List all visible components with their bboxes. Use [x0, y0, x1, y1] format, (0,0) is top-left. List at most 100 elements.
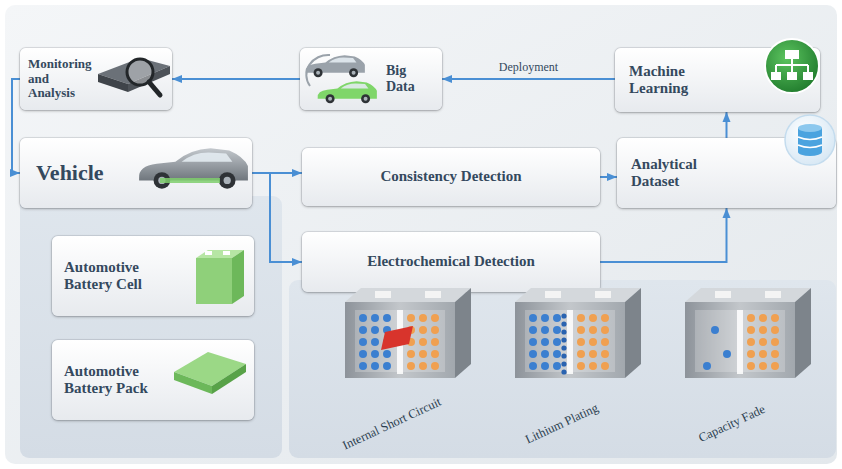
big-data-cars-icon: [306, 55, 377, 103]
cylinder-rings: [798, 137, 822, 148]
short-circuit-mark: [381, 326, 413, 350]
box-label: Machine Learning: [629, 63, 734, 98]
terminal: [425, 291, 441, 298]
flow-arrow: [252, 173, 302, 262]
separator: [397, 310, 403, 374]
bms-side: [128, 66, 170, 92]
label-block: Consistency Detection: [316, 168, 586, 185]
battery-internal-short-circuit: [345, 288, 471, 378]
flow-arrow: [172, 78, 300, 80]
battery-capacity-fade: [685, 288, 811, 378]
cell-terminal: [205, 251, 212, 255]
cell-terminal: [223, 251, 230, 255]
bms-top: [98, 58, 170, 84]
box-label: Automotive Battery Pack: [64, 363, 176, 398]
case-top: [345, 288, 471, 302]
case-side: [625, 288, 641, 378]
label-block: Monitoring and Analysis: [28, 57, 96, 102]
battery-cell-icon: [196, 250, 244, 304]
flow-arrow: [12, 79, 20, 173]
magnifier-handle: [149, 82, 160, 95]
bms-device-icon: [98, 58, 170, 95]
anode-particles: [703, 326, 731, 370]
case-front: [685, 302, 795, 378]
flow-arrow: [600, 208, 727, 262]
edge-label: Deployment: [499, 60, 558, 75]
terminal: [765, 291, 781, 298]
pack-top: [174, 352, 246, 386]
process-box: Electrochemical Detection: [302, 232, 600, 292]
cylinder-body: [798, 128, 822, 152]
plated-lithium: [561, 313, 566, 374]
label-block: Electrochemical Detection: [316, 253, 586, 270]
tree-leaf: [803, 72, 813, 80]
label-block: Machine Learning: [629, 63, 734, 98]
cathode-particles: [747, 312, 783, 372]
battery-panel: [20, 196, 282, 458]
case-side: [455, 288, 471, 378]
machine-learning-icon: [765, 39, 819, 93]
label-block: Big Data: [386, 63, 434, 95]
label-block: Analytical Dataset: [631, 156, 736, 191]
anode-particles: [529, 312, 565, 372]
label-block: Vehicle: [36, 160, 141, 185]
fault-label: Internal Short Circuit: [340, 395, 443, 454]
box-label: Electrochemical Detection: [316, 253, 586, 270]
box-label: Analytical Dataset: [631, 156, 736, 191]
separator: [737, 310, 743, 374]
label-block: Automotive Battery Cell: [64, 259, 176, 294]
pack-front: [174, 372, 212, 394]
cell-side: [232, 250, 244, 304]
box-label: Monitoring and Analysis: [28, 57, 96, 102]
case-side: [795, 288, 811, 378]
case-top: [685, 288, 811, 302]
box-label: Big Data: [386, 63, 434, 95]
cell-front: [196, 258, 232, 304]
main-panel: [5, 5, 837, 464]
cylinder-top: [798, 124, 822, 132]
case-front: [515, 302, 625, 378]
process-box: Vehicle: [20, 138, 252, 208]
database-icon: [785, 115, 835, 165]
fault-label: Lithium Plating: [523, 401, 601, 448]
label-block: Automotive Battery Pack: [64, 363, 176, 398]
box-label: Consistency Detection: [316, 168, 586, 185]
process-box: Automotive Battery Cell: [52, 236, 254, 316]
tree-leaf: [787, 72, 797, 80]
process-box: Automotive Battery Pack: [52, 340, 254, 420]
cell-top: [196, 250, 244, 258]
terminal: [375, 291, 391, 298]
cycle-arc: [306, 55, 330, 86]
car-body: [139, 148, 248, 188]
process-box: Monitoring and Analysis: [20, 48, 172, 110]
fault-label: Capacity Fade: [696, 402, 767, 446]
pack-side: [212, 364, 246, 394]
process-box: Big Data: [300, 48, 442, 110]
terminal: [595, 291, 611, 298]
cylinder-base: [798, 148, 822, 156]
separator: [567, 310, 573, 374]
car-gray: [306, 55, 365, 77]
cathode-particles: [577, 312, 613, 372]
flow-arrow: [600, 176, 617, 178]
process-box: Consistency Detection: [302, 148, 600, 206]
process-box: Analytical Dataset: [617, 138, 836, 208]
terminal: [715, 291, 731, 298]
tree-links: [776, 59, 808, 72]
magnifier-lens: [127, 59, 153, 85]
anode-particles: [359, 312, 395, 372]
vehicle-car-icon: [139, 148, 248, 188]
cell-interior: [525, 310, 615, 372]
box-label: Vehicle: [36, 160, 141, 185]
tree-root: [785, 50, 799, 59]
box-label: Automotive Battery Cell: [64, 259, 176, 294]
icon-disc: [785, 115, 835, 165]
battery-pack-icon: [174, 352, 246, 394]
icon-disc: [765, 39, 819, 93]
flow-arrow: [726, 112, 728, 138]
car-green: [318, 81, 377, 103]
